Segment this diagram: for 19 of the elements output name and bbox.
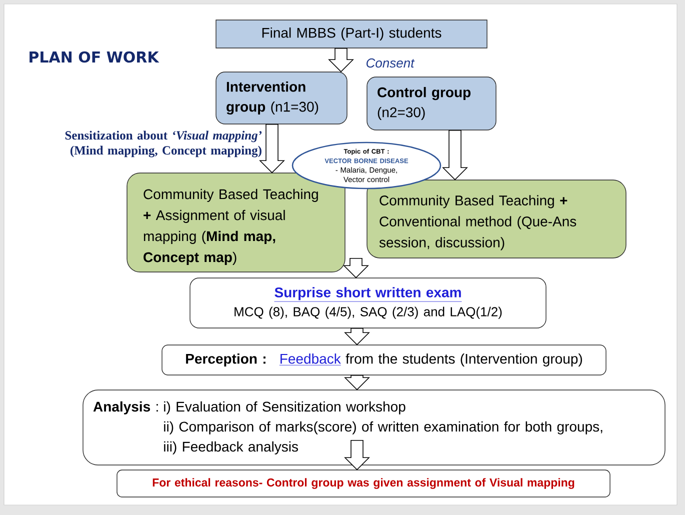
process-box: Perception : Feedback from the students (Intervention group) [162,344,606,376]
title: PLAN OF WORK [30,51,160,63]
link: Surprise short written exam [274,287,462,302]
process-box: Analysis : i) Evaluation of Sensitization workshop ii) Comparison of marks(score) of written examination for both groups, iii) Feedback analysis [82,390,666,466]
edge-label: Sensitization about ‘Visual mapping’ (Mind mapping, Concept mapping) [65,130,262,158]
group-box: Intervention group (n1=30) [216,72,348,124]
edge-label: Consent [366,58,415,68]
arrow [344,374,370,390]
process-box: Surprise short written exam MCQ (8), BAQ (4/5), SAQ (2/3) and LAQ(1/2) [190,278,546,328]
arrow [344,440,370,470]
arrow [344,328,370,346]
process-box: Final MBBS (Part-I) students [216,20,488,48]
arrow [343,258,369,278]
arrow [259,124,285,174]
arrow [328,48,354,72]
link: Feedback [279,353,342,366]
note-box: For ethical reasons- Control group was given assignment of Visual mapping [116,470,610,498]
group-box: Control group (n2=30) [366,76,496,130]
arrow [442,130,468,180]
